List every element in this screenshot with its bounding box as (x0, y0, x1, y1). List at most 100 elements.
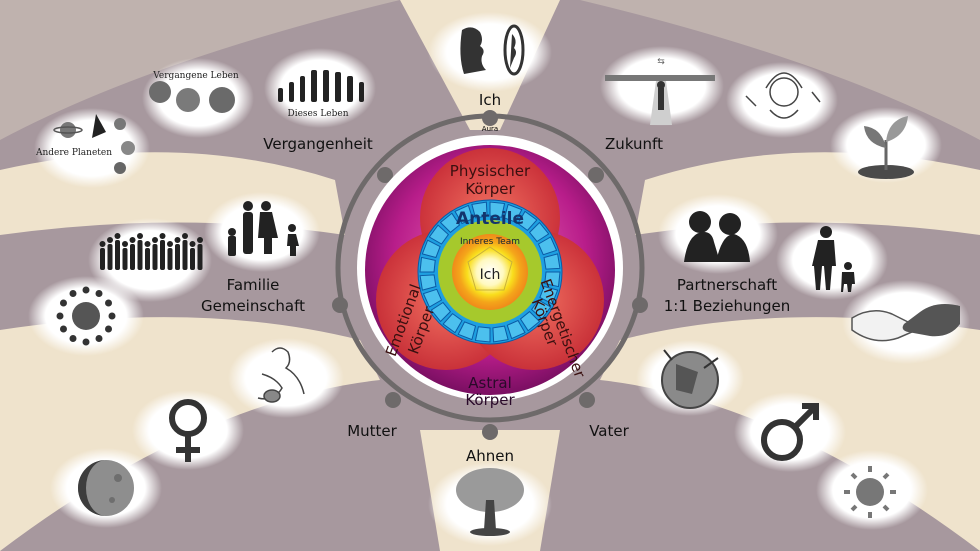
crowd-person-head (167, 241, 173, 247)
anteile-segment (503, 203, 523, 223)
crowd-person-body (182, 240, 188, 270)
anteile-segment (439, 212, 461, 234)
crowd-person-body (167, 248, 173, 270)
anteile-segment (543, 253, 561, 270)
label-partnerschaft-1: Partnerschaft (677, 276, 777, 294)
crowd-person-head (159, 233, 166, 239)
bubbles: ⇆ (28, 12, 970, 546)
label-familie-2: Gemeinschaft (201, 297, 305, 315)
ring-person (95, 335, 103, 343)
node-partnerschaft (632, 297, 648, 313)
anteile-segment (506, 319, 526, 340)
node-vater (579, 392, 595, 408)
physischer-label-1: Physischer (450, 162, 531, 180)
ring-person (108, 312, 116, 320)
couple-icon (684, 211, 750, 262)
node-mutter (385, 392, 401, 408)
anteile-segment (421, 239, 441, 259)
crowd-person-head (99, 241, 106, 247)
crowd-person-body (175, 244, 180, 270)
crowd-person-head (189, 241, 196, 247)
crowd-person-head (137, 233, 143, 239)
ich-core (452, 234, 528, 310)
inneres-team-label: Inneres Team (460, 237, 520, 247)
crowd-person-body (130, 244, 135, 270)
anteile-segment (419, 274, 437, 291)
sun-icon (844, 466, 896, 518)
crowd-person-body (160, 240, 165, 270)
crowd-person-body (107, 244, 113, 270)
crowd-person-body (197, 244, 203, 270)
crowd-person-head (197, 237, 203, 243)
crowd-person-head (114, 233, 121, 239)
crowd-person-head (174, 237, 181, 243)
bubble-ich (428, 12, 552, 92)
crowd-person-body (145, 248, 150, 270)
moon-icon (78, 460, 134, 516)
sprout-icon (858, 116, 914, 179)
crowd-person-head (152, 237, 158, 243)
female-symbol-icon (169, 399, 207, 462)
male-symbol-icon (761, 403, 819, 461)
label-mutter: Mutter (347, 422, 397, 440)
anteile-segment (489, 201, 506, 218)
anteile-segment (454, 204, 474, 225)
ring-person (82, 286, 90, 294)
astral-label-2: Körper (465, 391, 515, 409)
label-ahnen: Ahnen (466, 447, 514, 465)
crowd-person-head (107, 237, 113, 243)
node-ahnen (482, 424, 498, 440)
anteile-segment (530, 299, 552, 320)
node-ich (482, 110, 498, 126)
node-vergangenheit (377, 167, 393, 183)
anteile-label: Anteile (456, 209, 524, 229)
ring-person (59, 299, 67, 307)
ring-person (105, 299, 113, 307)
ring-person (95, 289, 103, 297)
evolution-icon (278, 70, 364, 102)
label-familie-1: Familie (227, 276, 280, 294)
ich-center-label: Ich (480, 267, 501, 283)
crossroad-icon: ⇆ (605, 57, 715, 125)
label-vater: Vater (589, 422, 629, 440)
anteile-segment (517, 210, 538, 232)
bubble-dieses-leben (264, 48, 376, 128)
anteile-segment (528, 221, 550, 243)
profile-mirror-icon (460, 24, 525, 76)
anteile-segment (457, 321, 477, 341)
node-zukunft (588, 167, 604, 183)
ring-person (56, 312, 64, 320)
anteile-segment (537, 236, 558, 256)
anteile-segment (428, 224, 450, 245)
globes-icon (149, 81, 235, 113)
father-child-icon (812, 226, 855, 292)
node-familie (332, 297, 348, 313)
ring-nodes (332, 110, 648, 440)
anteile-segment (430, 301, 452, 323)
bubble-female (132, 390, 244, 470)
globe-people-icon (56, 286, 116, 346)
anteile-segment (422, 288, 443, 308)
bubble-male (734, 392, 846, 472)
handshake-icon (851, 304, 960, 342)
crowd-person-head (122, 241, 128, 247)
crowd-person-body (152, 244, 158, 270)
anteile-segment (471, 201, 488, 219)
astral-label-1: Astral (468, 374, 511, 392)
ring-person (82, 338, 90, 346)
anteile-segments (419, 201, 561, 343)
vergangene-leben-label: Vergangene Leben (152, 71, 239, 81)
crowd-person-body (190, 248, 195, 270)
dieses-leben-label: Dieses Leben (287, 109, 348, 119)
crowd-person-body (122, 248, 128, 270)
anteile-segment (442, 312, 463, 334)
family-icon (228, 201, 299, 256)
crowd-icon (99, 233, 203, 270)
ring-person (105, 325, 113, 333)
dreamer-icon (745, 72, 821, 119)
anteile-segment (519, 310, 541, 332)
mother-baby-icon (257, 347, 305, 403)
bubble-dreamer (726, 62, 838, 138)
aura-label: Aura (482, 125, 498, 133)
